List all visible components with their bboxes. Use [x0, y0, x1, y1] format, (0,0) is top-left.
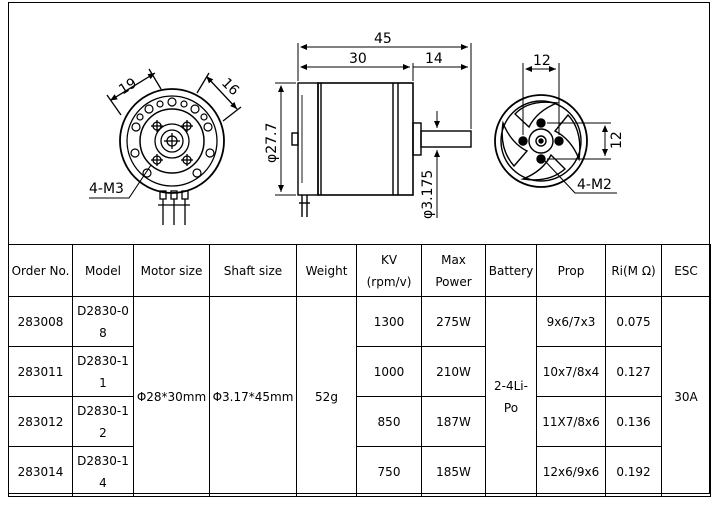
model-text: D2830-11 [77, 353, 129, 390]
cell-max-power: 275W [421, 296, 486, 347]
front-view [494, 63, 617, 194]
header-weight: Weight [296, 244, 357, 297]
cell-prop: 12x6/9x6 [536, 446, 606, 497]
dim-12-top: 12 [533, 53, 551, 69]
table-header-row: Order No. Model Motor size Shaft size We… [8, 244, 711, 297]
model-text: D2830-08 [77, 303, 129, 340]
cell-kv: 1300 [356, 296, 422, 347]
cell-esc: 30A [661, 296, 711, 497]
cell-ri: 0.136 [605, 396, 662, 447]
model-text: D2830-14 [77, 453, 129, 490]
cell-order-no: 283008 [8, 296, 73, 347]
cell-kv: 850 [356, 396, 422, 447]
cell-ri: 0.075 [605, 296, 662, 347]
cell-shaft-size: Φ3.17*45mm [209, 296, 297, 497]
header-kv: KV (rpm/v) [356, 244, 422, 297]
cell-max-power: 187W [421, 396, 486, 447]
dim-16: 16 [218, 75, 242, 99]
cell-ri: 0.192 [605, 446, 662, 497]
header-order-no: Order No. [8, 244, 73, 297]
spec-sheet: 19 16 4-M3 [8, 2, 711, 497]
cell-max-power: 210W [421, 346, 486, 397]
motor-drawing-svg: 19 16 4-M3 [89, 31, 625, 225]
cell-order-no: 283014 [8, 446, 73, 497]
cell-order-no: 283011 [8, 346, 73, 397]
header-battery: Battery [485, 244, 537, 297]
header-ri: Ri(M Ω) [605, 244, 662, 297]
rear-view [89, 68, 242, 225]
cell-model: D2830-08 [72, 296, 134, 347]
cell-max-power: 185W [421, 446, 486, 497]
dim-phi-27-7: φ27.7 [264, 123, 280, 163]
header-esc: ESC [661, 244, 711, 297]
cell-prop: 10x7/8x4 [536, 346, 606, 397]
table-row: 283011 D2830-11 1000 210W 10x7/8x4 0.127 [8, 346, 711, 397]
spec-table: Order No. Model Motor size Shaft size We… [8, 244, 711, 497]
label-4-m3: 4-M3 [89, 181, 124, 197]
cell-model: D2830-12 [72, 396, 134, 447]
cell-order-no: 283012 [8, 396, 73, 447]
model-text: D2830-12 [77, 403, 129, 440]
cell-weight: 52g [296, 296, 357, 497]
cell-kv: 750 [356, 446, 422, 497]
header-max-power: Max Power [421, 244, 486, 297]
cell-model: D2830-14 [72, 446, 134, 497]
dim-phi-3-175: φ3.175 [420, 170, 436, 219]
table-row: 283012 D2830-12 850 187W 11X7/8x6 0.136 [8, 396, 711, 447]
cell-model: D2830-11 [72, 346, 134, 397]
technical-drawing: 19 16 4-M3 [9, 3, 709, 245]
cell-battery: 2-4Li-Po [485, 296, 537, 497]
label-4-m2: 4-M2 [577, 177, 612, 193]
cell-kv: 1000 [356, 346, 422, 397]
table-row: 283014 D2830-14 750 185W 12x6/9x6 0.192 [8, 446, 711, 497]
dim-14: 14 [425, 51, 443, 67]
cell-ri: 0.127 [605, 346, 662, 397]
dim-12-side: 12 [609, 131, 625, 149]
dim-30: 30 [349, 51, 367, 67]
dim-45: 45 [374, 31, 392, 47]
cell-prop: 9x6/7x3 [536, 296, 606, 347]
table-row: 283008 D2830-08 Φ28*30mm Φ3.17*45mm 52g … [8, 296, 711, 497]
header-prop: Prop [536, 244, 606, 297]
cell-prop: 11X7/8x6 [536, 396, 606, 447]
header-motor-size: Motor size [133, 244, 210, 297]
cell-motor-size: Φ28*30mm [133, 296, 210, 497]
side-view [275, 43, 472, 218]
header-model: Model [72, 244, 134, 297]
header-shaft-size: Shaft size [209, 244, 297, 297]
